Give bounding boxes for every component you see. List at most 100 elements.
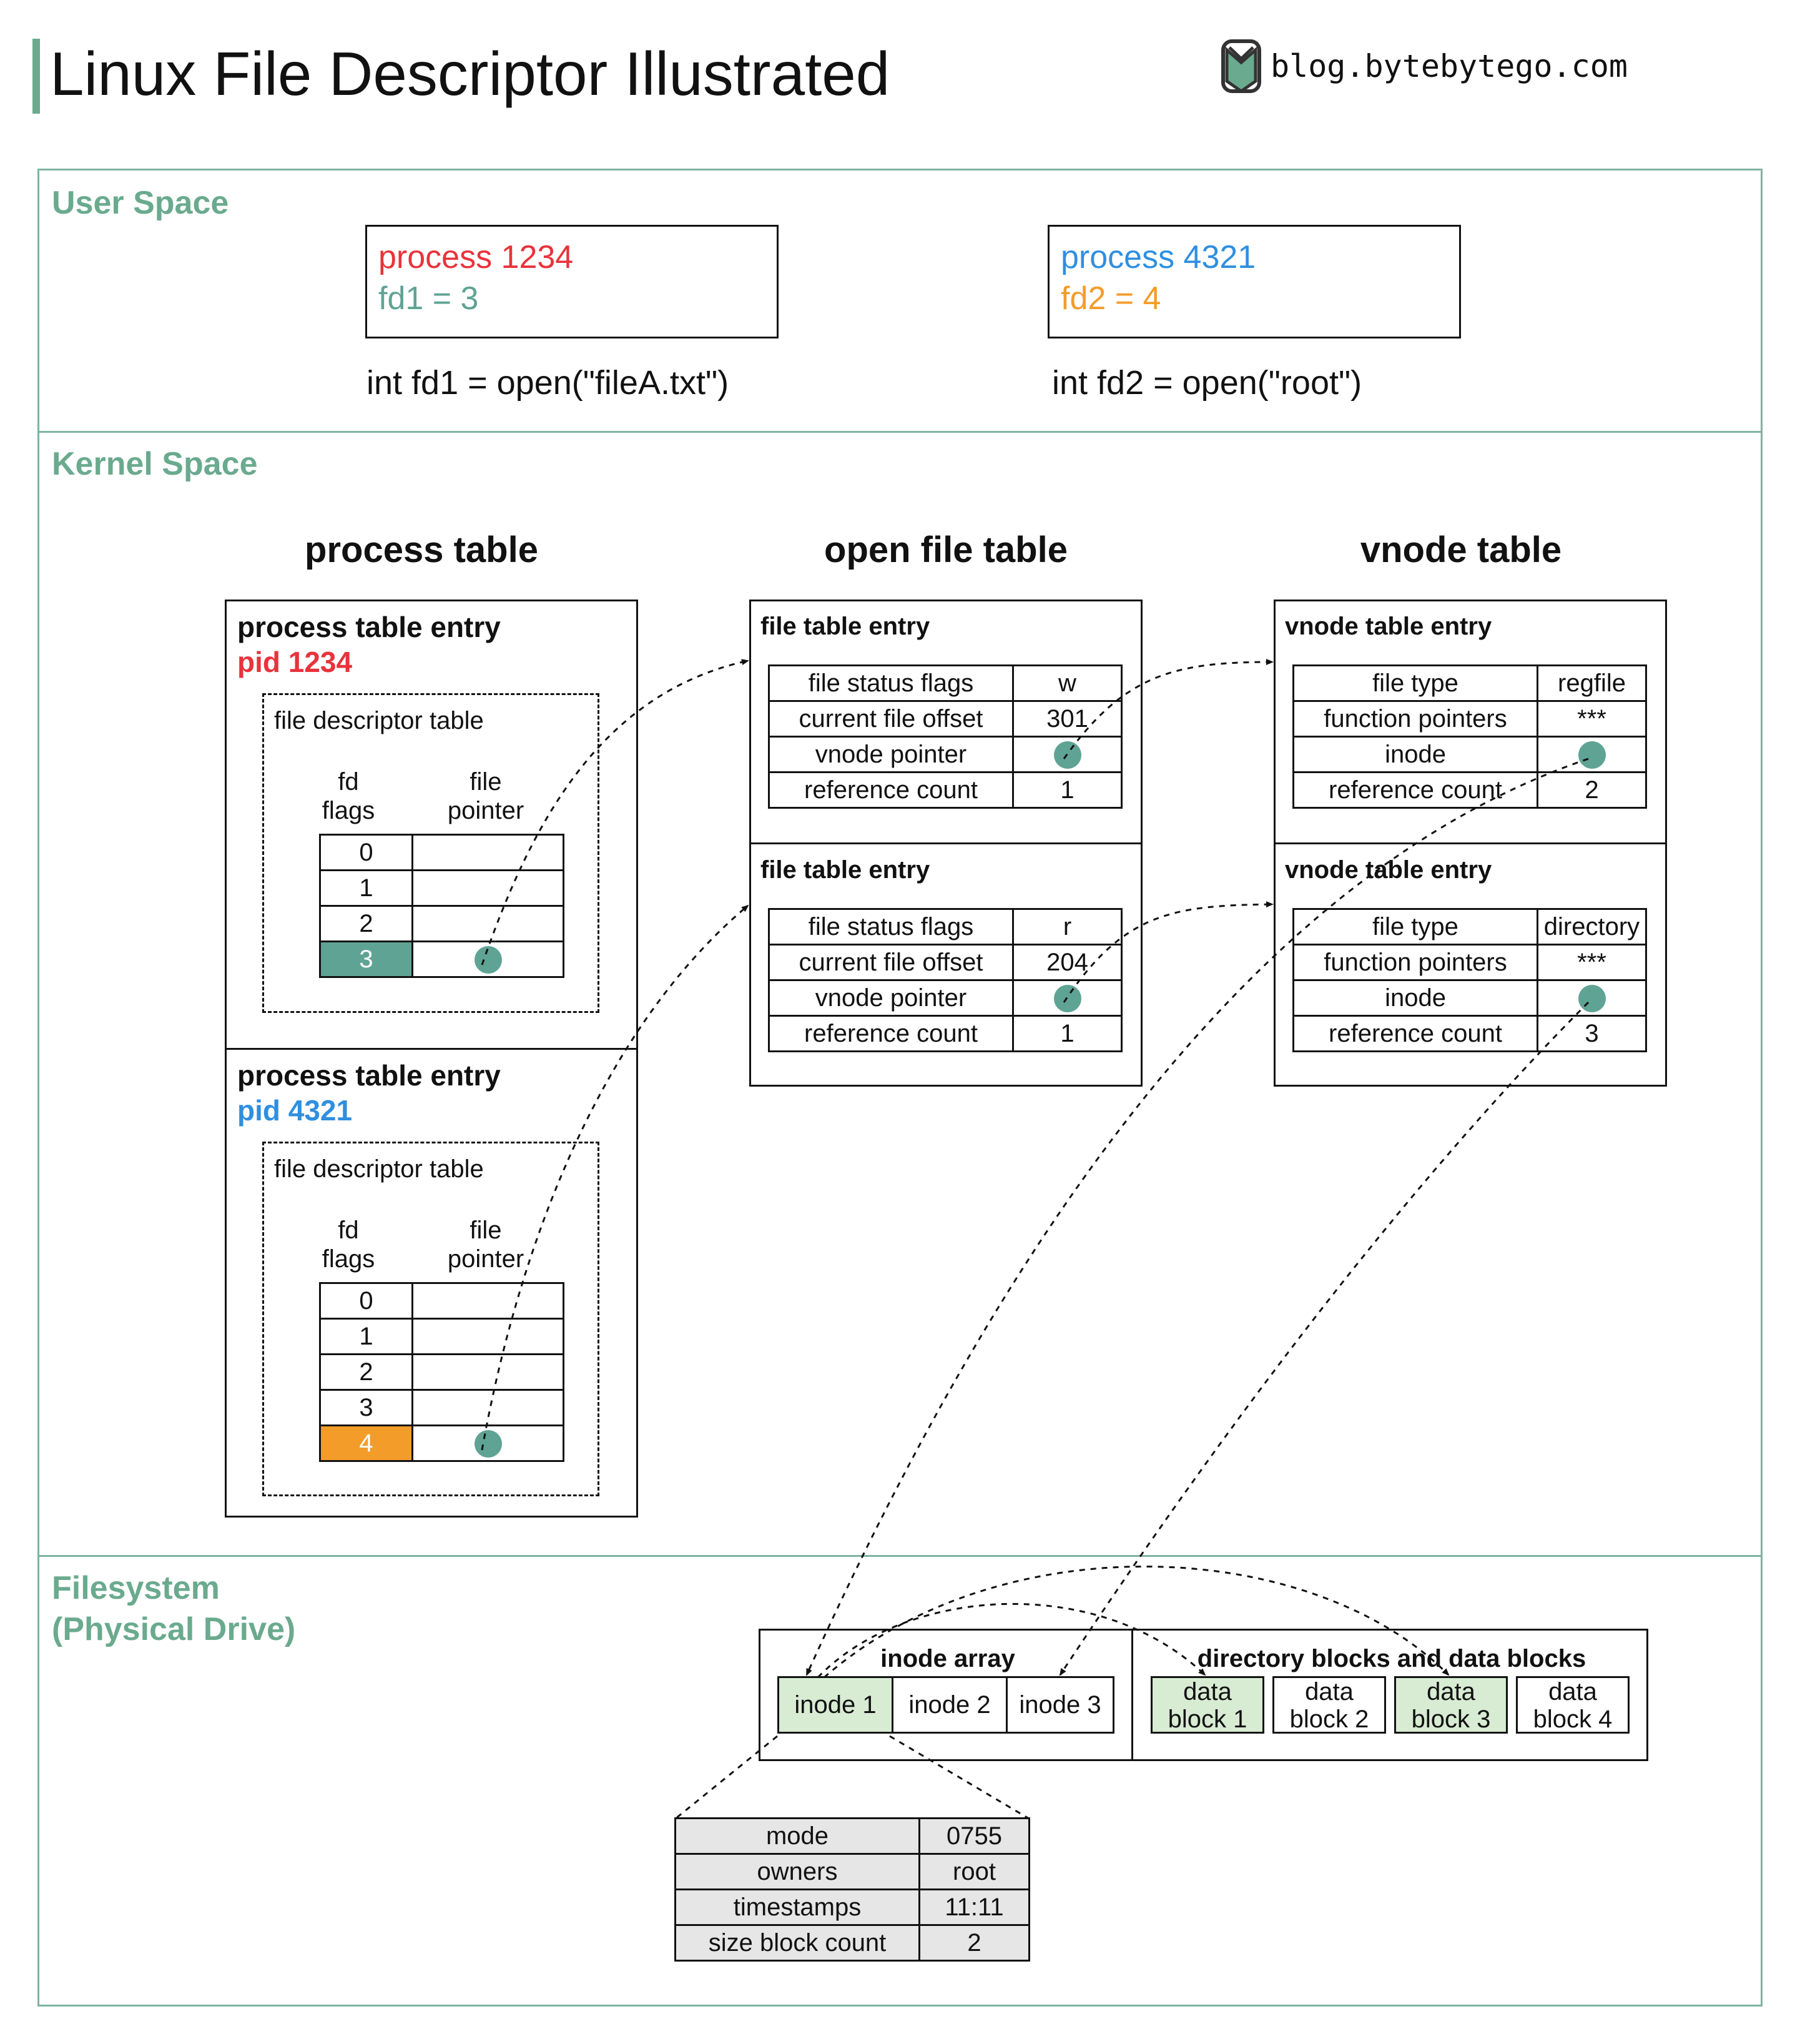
page-title: Linux File Descriptor Illustrated <box>50 39 890 108</box>
data-blocks-title: directory blocks and data blocks <box>1197 1645 1586 1672</box>
field-value: regfile <box>1537 664 1647 702</box>
pointer-cell <box>411 1282 564 1320</box>
fd-cell: 0 <box>319 834 413 871</box>
field-value <box>1537 736 1647 773</box>
user-space-section: User Space <box>37 169 1763 431</box>
table-row: 0 <box>319 834 564 871</box>
inode-pointer-dot <box>1578 985 1606 1013</box>
table-row: 1 <box>319 869 564 907</box>
table-row: vnode pointer <box>768 736 1123 773</box>
table-row: function pointers*** <box>1292 700 1647 738</box>
table-row: function pointers*** <box>1292 944 1647 981</box>
inode-2-cell: inode 2 <box>892 1676 1008 1734</box>
table-row: 1 <box>319 1318 564 1355</box>
field-label: timestamps <box>674 1888 920 1926</box>
table-row: inode <box>1292 736 1647 773</box>
field-label: owners <box>674 1853 920 1890</box>
field-label: file status flags <box>768 908 1014 945</box>
field-label: file status flags <box>768 664 1014 702</box>
process-table-divider <box>225 1048 638 1050</box>
title-accent-bar <box>32 39 40 114</box>
field-value: root <box>918 1853 1030 1890</box>
table-row: inode 1 inode 2 inode 3 <box>777 1676 1114 1734</box>
field-label: reference count <box>768 1015 1014 1052</box>
process-entry-2-pid: pid 4321 <box>237 1094 353 1127</box>
table-row: 3 <box>319 1389 564 1426</box>
filesystem-sublabel: (Physical Drive) <box>52 1611 296 1647</box>
fd-cell: 3 <box>319 1389 413 1426</box>
fd-table-1-label: file descriptor table <box>274 707 484 734</box>
field-label: vnode pointer <box>768 736 1014 773</box>
field-value: 2 <box>918 1924 1030 1962</box>
vnode-table-divider <box>1274 842 1667 844</box>
field-value: 11:11 <box>918 1888 1030 1926</box>
table-row: 3 <box>319 941 564 978</box>
process-entry-1-heading: process table entry <box>237 611 501 643</box>
process-4321-box: process 4321 fd2 = 4 <box>1048 225 1461 338</box>
fd-cell: 0 <box>319 1282 413 1320</box>
table-row: 2 <box>319 905 564 942</box>
field-label: mode <box>674 1817 920 1855</box>
inode-3-cell: inode 3 <box>1006 1676 1114 1734</box>
field-value: directory <box>1537 908 1647 945</box>
field-label: reference count <box>1292 771 1538 809</box>
process-1234-box: process 1234 fd1 = 3 <box>365 225 779 338</box>
field-value: r <box>1012 908 1123 945</box>
pointer-cell <box>411 834 564 871</box>
table-row: inode <box>1292 979 1647 1017</box>
fd-cell-highlight: 3 <box>319 941 413 978</box>
vnode-table-title: vnode table <box>1360 530 1562 570</box>
field-value: w <box>1012 664 1123 702</box>
brand[interactable]: blog.bytebytego.com <box>1221 36 1628 96</box>
inode-array-title: inode array <box>880 1645 1015 1672</box>
user-space-label: User Space <box>52 185 229 221</box>
pointer-cell <box>411 869 564 907</box>
field-value: 204 <box>1012 944 1123 981</box>
process-entry-2-heading: process table entry <box>237 1059 501 1092</box>
field-value: *** <box>1537 944 1647 981</box>
pointer-cell <box>411 905 564 942</box>
field-value: 1 <box>1012 771 1123 809</box>
field-label: reference count <box>768 771 1014 809</box>
fd-cell: 1 <box>319 869 413 907</box>
field-value: 2 <box>1537 771 1647 809</box>
field-label: size block count <box>674 1924 920 1962</box>
pointer-dot <box>474 1430 502 1458</box>
inode-array-grid: inode 1 inode 2 inode 3 <box>777 1676 1114 1734</box>
filesystem-label: Filesystem <box>52 1570 220 1606</box>
process-table-title: process table <box>305 530 538 570</box>
table-row: 4 <box>319 1424 564 1462</box>
field-label: reference count <box>1292 1015 1538 1052</box>
field-value: 3 <box>1537 1015 1647 1052</box>
fd1-value: fd1 = 3 <box>378 280 479 317</box>
vnode-entry-2-heading: vnode table entry <box>1285 856 1492 884</box>
field-value: *** <box>1537 700 1647 738</box>
pointer-cell <box>411 1389 564 1426</box>
field-label: current file offset <box>768 944 1014 981</box>
fd-cell-highlight: 4 <box>319 1424 413 1462</box>
field-label: file type <box>1292 664 1538 702</box>
table-row: vnode pointer <box>768 979 1123 1017</box>
file-entry-1-heading: file table entry <box>760 613 930 640</box>
bytebytego-logo-icon <box>1221 39 1261 94</box>
fd-cell: 1 <box>319 1318 413 1355</box>
process-1234-code: int fd1 = open("fileA.txt") <box>366 364 729 402</box>
